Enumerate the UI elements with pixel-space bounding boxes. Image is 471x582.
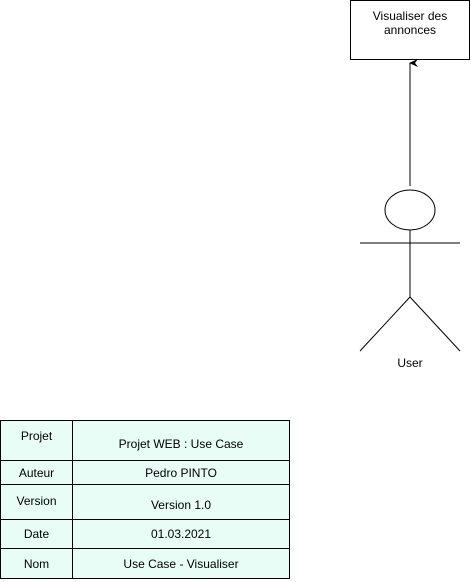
table-row-nom: Nom Use Case - Visualiser	[0, 548, 290, 579]
table-row-projet: Projet Projet WEB : Use Case	[0, 420, 290, 461]
actor-right-leg	[409, 296, 461, 352]
table-row-version: Version Version 1.0	[0, 484, 290, 520]
row-key: Version	[0, 484, 73, 520]
row-value: Pedro PINTO	[72, 460, 290, 485]
actor-head	[384, 189, 436, 231]
table-row-date: Date 01.03.2021	[0, 519, 290, 549]
row-key: Auteur	[0, 460, 73, 485]
row-value: Projet WEB : Use Case	[72, 420, 290, 461]
row-key: Date	[0, 519, 73, 549]
actor-user-label: User	[397, 356, 423, 370]
row-key: Projet	[0, 420, 73, 461]
row-value: Use Case - Visualiser	[72, 548, 290, 579]
project-info-table: Projet Projet WEB : Use Case Auteur Pedr…	[0, 420, 290, 579]
table-row-auteur: Auteur Pedro PINTO	[0, 460, 290, 485]
row-value: Version 1.0	[72, 484, 290, 520]
row-key: Nom	[0, 548, 73, 579]
use-case-visualiser-annonces[interactable]: Visualiser des annonces	[350, 0, 470, 60]
actor-left-leg	[359, 296, 411, 352]
use-case-label: Visualiser des annonces	[372, 9, 448, 37]
row-value: 01.03.2021	[72, 519, 290, 549]
